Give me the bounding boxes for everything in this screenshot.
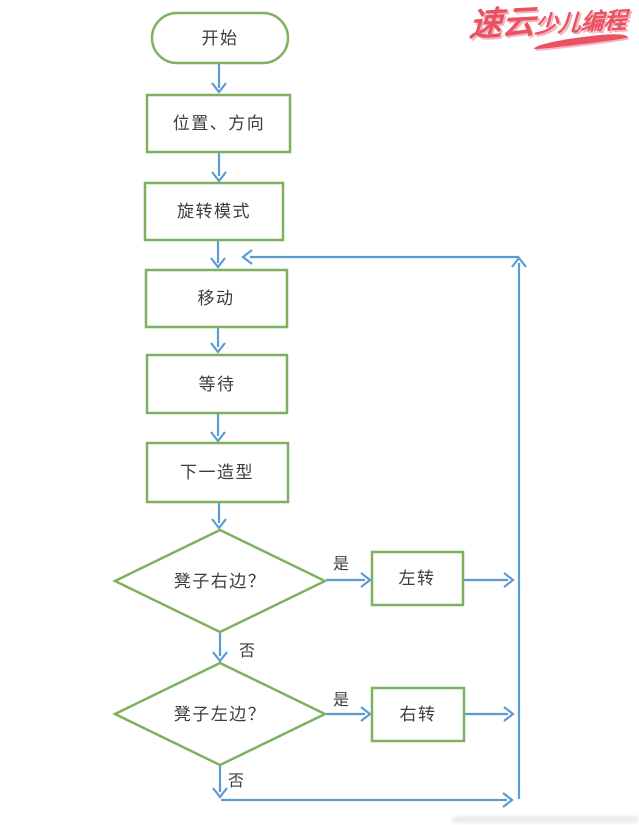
node-start-label: 开始 <box>202 29 239 48</box>
arrowhead-down-icon <box>212 787 228 799</box>
brand-watermark: 速云少儿编程 <box>468 2 628 51</box>
arrowheads <box>210 82 527 808</box>
edge-label-no-1: 否 <box>239 643 255 660</box>
node-turn-left-label: 左转 <box>399 569 436 588</box>
node-turn-right <box>370 686 466 743</box>
arrowhead-right-icon <box>360 572 372 588</box>
arrowhead-down-icon <box>211 518 227 530</box>
arrowhead-right-icon <box>503 706 515 722</box>
node-position-label: 位置、方向 <box>173 114 266 133</box>
node-next-costume <box>145 441 290 504</box>
arrowhead-left-icon <box>241 249 253 265</box>
arrowhead-up-icon <box>511 256 527 268</box>
node-decision-stool-left <box>112 661 328 767</box>
node-position <box>145 93 292 154</box>
node-move-label: 移动 <box>198 289 235 308</box>
edge-label-yes-1: 是 <box>333 556 349 573</box>
node-wait <box>145 353 289 415</box>
bottom-gray-smudge <box>452 816 639 823</box>
node-start <box>150 11 290 65</box>
edge-label-yes-2: 是 <box>333 692 349 709</box>
brand-watermark-main: 速云 <box>468 4 536 45</box>
arrowhead-right-icon <box>360 706 372 722</box>
node-rotation-mode <box>143 181 285 242</box>
node-turn-left <box>370 550 465 607</box>
arrowhead-right-icon <box>503 572 515 588</box>
arrowhead-down-icon <box>211 82 227 94</box>
arrowhead-down-icon <box>210 342 226 354</box>
arrowhead-down-icon <box>212 651 228 663</box>
node-turn-right-label: 右转 <box>400 705 437 724</box>
node-stool-left-label: 凳子左边？ <box>174 705 267 724</box>
node-move <box>144 268 289 329</box>
node-stool-right-label: 凳子右边？ <box>174 572 267 591</box>
edge-label-no-2: 否 <box>228 773 244 790</box>
node-decision-stool-right <box>112 528 328 634</box>
node-wait-label: 等待 <box>199 375 236 394</box>
node-next-costume-label: 下一造型 <box>180 463 254 482</box>
arrowhead-down-icon <box>210 431 226 443</box>
connector-lines <box>216 64 521 802</box>
arrowhead-right-icon <box>502 792 514 808</box>
node-rotation-mode-label: 旋转模式 <box>177 202 251 221</box>
arrowhead-down-icon <box>211 171 227 183</box>
flowchart-nodes <box>112 11 466 767</box>
arrowhead-down-icon <box>210 257 226 269</box>
